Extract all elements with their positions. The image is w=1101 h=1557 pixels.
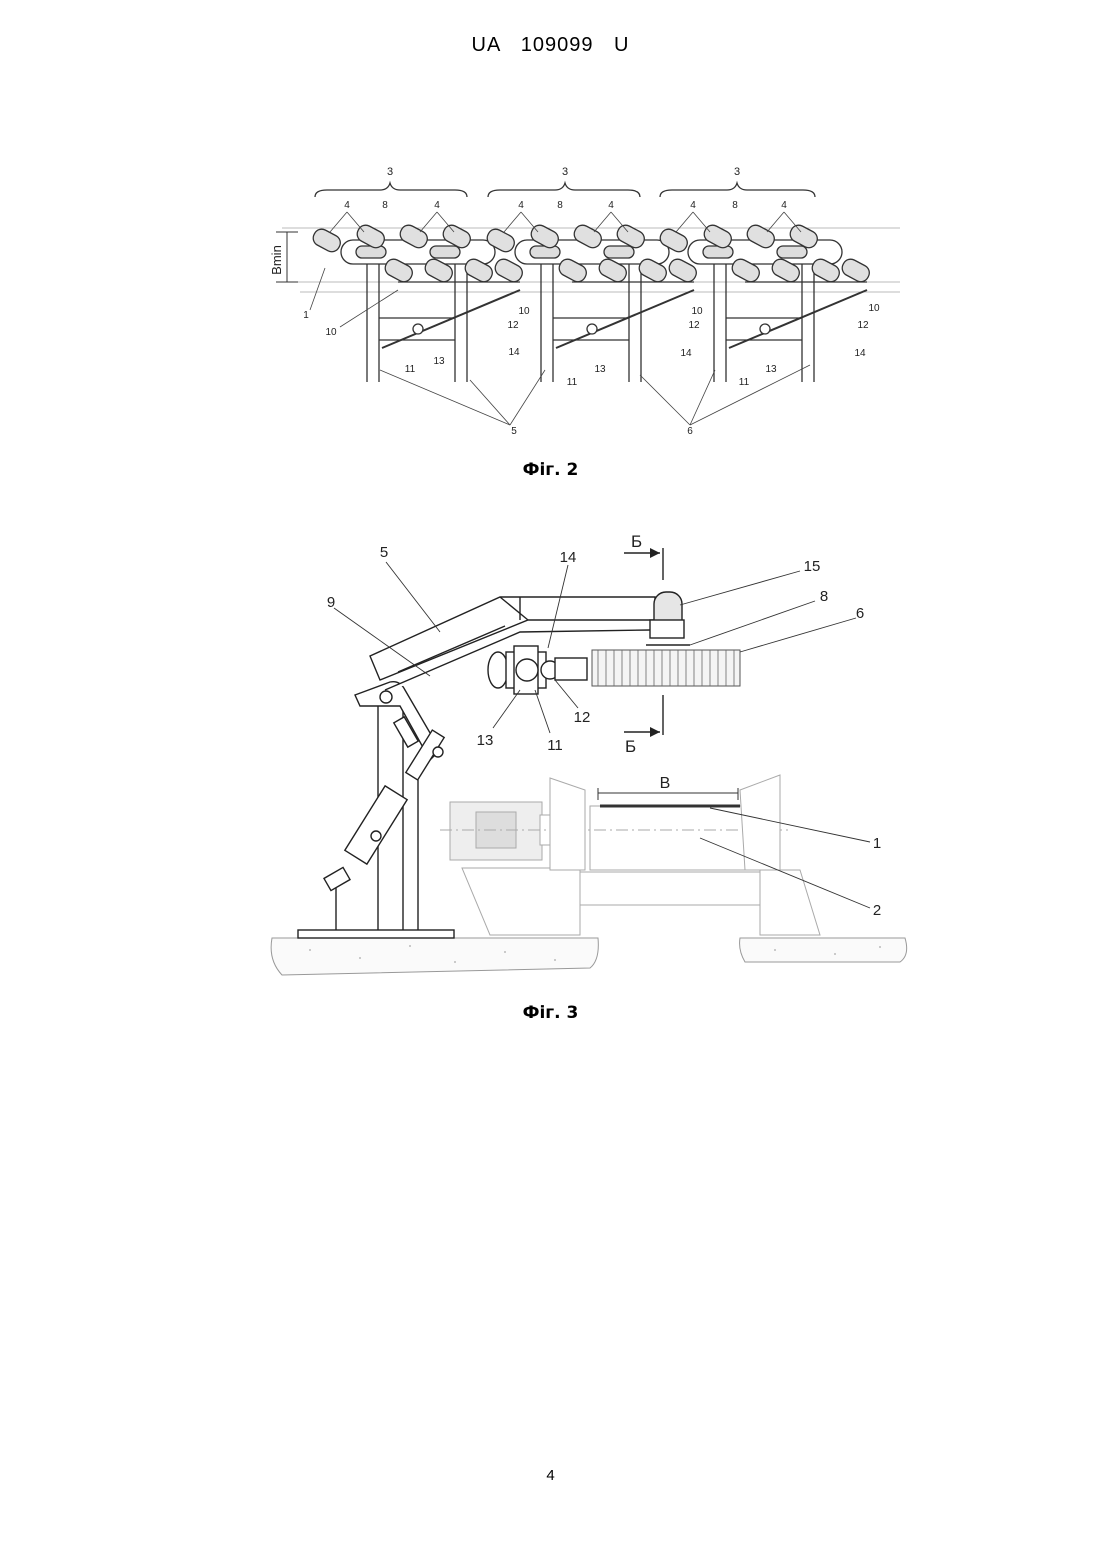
hydraulic-cylinder xyxy=(324,717,444,891)
section-arrow xyxy=(650,727,660,737)
label-14: 14 xyxy=(560,549,577,566)
label-width-b: B xyxy=(660,775,671,792)
label-8: 8 xyxy=(820,588,828,605)
label-6: 6 xyxy=(856,605,864,622)
label-15: 15 xyxy=(804,558,821,575)
figure-3-drawing: B xyxy=(0,0,1101,1000)
label-2: 2 xyxy=(873,902,881,919)
label-5: 5 xyxy=(380,544,388,561)
label-section-b: Б xyxy=(631,532,642,551)
label-1: 1 xyxy=(873,835,881,852)
ground-foundation xyxy=(271,938,907,975)
conveyor-station xyxy=(440,775,820,935)
label-11: 11 xyxy=(547,737,563,754)
label-section-b: Б xyxy=(625,737,636,756)
section-arrow xyxy=(650,548,660,558)
section-line xyxy=(624,548,663,735)
label-12: 12 xyxy=(574,709,591,726)
figure-3-caption: Фіг. 3 xyxy=(0,1003,1101,1023)
label-9: 9 xyxy=(327,594,335,611)
page-number: 4 xyxy=(0,1467,1101,1484)
label-13: 13 xyxy=(477,732,494,749)
